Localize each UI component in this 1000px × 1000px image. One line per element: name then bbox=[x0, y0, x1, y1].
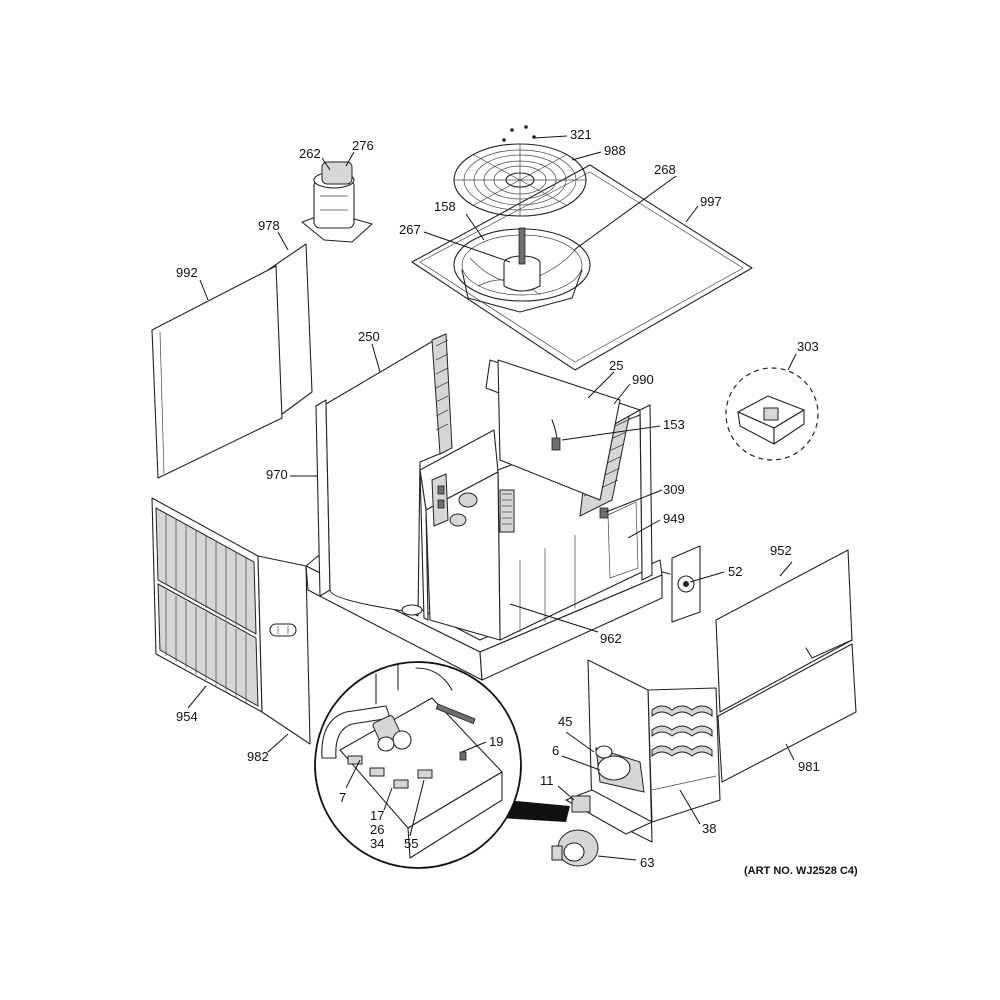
callout-7: 7 bbox=[339, 790, 347, 805]
callout-17: 17 bbox=[370, 808, 385, 823]
callout-970: 970 bbox=[266, 467, 288, 482]
callout-267: 267 bbox=[399, 222, 421, 237]
callout-19: 19 bbox=[489, 734, 504, 749]
callout-949: 949 bbox=[663, 511, 685, 526]
callout-26: 26 bbox=[370, 822, 385, 837]
callout-6: 6 bbox=[552, 743, 560, 758]
callout-303: 303 bbox=[797, 339, 819, 354]
callout-988: 988 bbox=[604, 143, 626, 158]
callout-321: 321 bbox=[570, 127, 592, 142]
heat-exchanger bbox=[647, 687, 721, 823]
callout-954: 954 bbox=[176, 709, 198, 724]
callout-158: 158 bbox=[434, 199, 456, 214]
panel-981 bbox=[717, 643, 857, 783]
callout-997: 997 bbox=[700, 194, 722, 209]
fan-motor bbox=[503, 227, 541, 292]
fan-guard bbox=[453, 125, 587, 217]
callout-55: 55 bbox=[404, 836, 419, 851]
louvered-panel-954 bbox=[151, 497, 263, 713]
callout-978: 978 bbox=[258, 218, 280, 233]
callout-981: 981 bbox=[798, 759, 820, 774]
callout-990: 990 bbox=[632, 372, 654, 387]
panel-952 bbox=[715, 549, 853, 713]
callout-250: 250 bbox=[358, 329, 380, 344]
side-panel-992 bbox=[151, 265, 283, 479]
detail-gas-valve bbox=[314, 661, 522, 869]
callout-262: 262 bbox=[299, 146, 321, 161]
burner-box bbox=[565, 659, 653, 843]
callout-153: 153 bbox=[663, 417, 685, 432]
callout-25: 25 bbox=[609, 358, 624, 373]
leader-lines bbox=[187, 135, 797, 861]
compressor bbox=[301, 161, 373, 243]
callout-952: 952 bbox=[770, 543, 792, 558]
callout-992: 992 bbox=[176, 265, 198, 280]
callout-982: 982 bbox=[247, 749, 269, 764]
callout-38: 38 bbox=[702, 821, 717, 836]
access-panel-52 bbox=[661, 545, 701, 623]
callout-34: 34 bbox=[370, 836, 385, 851]
callout-309: 309 bbox=[663, 482, 685, 497]
art-number: (ART NO. WJ2528 C4) bbox=[744, 865, 858, 877]
callout-63: 63 bbox=[640, 855, 655, 870]
callout-11: 11 bbox=[540, 773, 554, 788]
panel-982 bbox=[257, 555, 311, 745]
callout-962: 962 bbox=[600, 631, 622, 646]
zoom-connector bbox=[500, 800, 570, 822]
callout-45: 45 bbox=[558, 714, 573, 729]
callout-276: 276 bbox=[352, 138, 374, 153]
inducer-blower bbox=[551, 829, 599, 867]
callout-52: 52 bbox=[728, 564, 743, 579]
callout-268: 268 bbox=[654, 162, 676, 177]
main-cabinet bbox=[305, 333, 663, 681]
detail-303 bbox=[725, 367, 819, 461]
